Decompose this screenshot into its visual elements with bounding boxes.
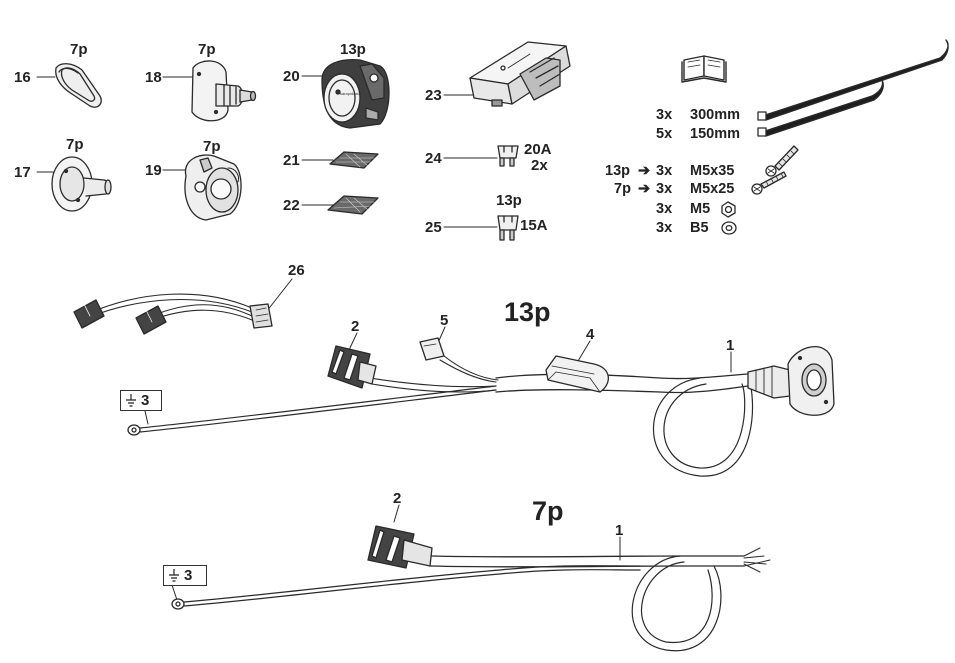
harness-13p-title: 13p — [504, 297, 551, 327]
hardware-qty: 5x — [656, 126, 673, 142]
socket-7p-part — [184, 154, 242, 221]
leader-lines — [36, 75, 732, 601]
hardware-prefix: 7p — [614, 181, 631, 197]
ground-label-7p: 3 — [163, 565, 207, 586]
control-module-part — [469, 41, 571, 107]
callout-2-7p: 2 — [393, 490, 402, 507]
callout-4-13p: 4 — [586, 326, 595, 343]
callout-2-13p: 2 — [351, 318, 360, 335]
adhesive-pad-22 — [327, 195, 379, 215]
cable-tie-icon — [757, 39, 949, 121]
screw-icon — [765, 145, 799, 177]
ground-label-13p: 3 — [120, 390, 162, 411]
part-number-19: 19 — [145, 162, 162, 179]
cable-tie-icon — [757, 79, 884, 137]
part-number-20: 20 — [283, 68, 300, 85]
seal-ring-part — [55, 63, 102, 108]
fuse-icon — [497, 145, 519, 167]
part-number-24: 24 — [425, 150, 442, 167]
svg-text:sarapidaster: sarapidaster — [340, 91, 363, 96]
part-number-17: 17 — [14, 164, 31, 181]
arrow-icon: ➔ — [638, 181, 651, 197]
hardware-prefix: 13p — [605, 163, 630, 179]
part-pins-20: 13p — [340, 41, 366, 58]
hardware-qty: 3x — [656, 163, 673, 179]
part-pins-16: 7p — [70, 41, 88, 58]
book-icon — [681, 55, 727, 83]
part-pins-19: 7p — [203, 138, 221, 155]
hardware-qty: 3x — [656, 201, 673, 217]
fuse-rating-25: 15A — [520, 217, 548, 234]
hardware-item: M5 — [690, 201, 711, 217]
callout-3-13p: 3 — [141, 392, 150, 409]
adapter-harness-part — [73, 293, 273, 335]
arrow-icon: ➔ — [638, 163, 651, 179]
socket-13p-part: sarapidaster — [321, 58, 390, 129]
hardware-qty: 3x — [656, 220, 673, 236]
hardware-item: B5 — [690, 220, 709, 236]
hardware-item: 300mm — [690, 107, 740, 123]
harness-7p — [171, 525, 771, 652]
hardware-item: M5x35 — [690, 163, 735, 179]
hardware-item: 150mm — [690, 126, 740, 142]
part-number-26: 26 — [288, 262, 305, 279]
part-number-23: 23 — [425, 87, 442, 104]
part-pins-17: 7p — [66, 136, 84, 153]
hardware-qty: 3x — [656, 181, 673, 197]
hardware-qty: 3x — [656, 107, 673, 123]
mounting-plate-part — [191, 60, 257, 122]
callout-5-13p: 5 — [440, 312, 449, 329]
part-number-22: 22 — [283, 197, 300, 214]
part-pins-18: 7p — [198, 41, 216, 58]
fuse-rating-24: 20A — [524, 141, 552, 158]
callout-3-7p: 3 — [184, 567, 193, 584]
callout-1-7p: 1 — [615, 522, 624, 539]
fuse-qty-24: 2x — [531, 157, 548, 174]
fuse-pins-25: 13p — [496, 192, 522, 209]
hardware-item: M5x25 — [690, 181, 735, 197]
harness-7p-title: 7p — [532, 496, 564, 526]
ground-icon — [169, 569, 179, 582]
harness-13p — [127, 337, 835, 477]
part-number-21: 21 — [283, 152, 300, 169]
fuse-icon — [497, 215, 519, 241]
callout-1-13p: 1 — [726, 337, 735, 354]
part-number-25: 25 — [425, 219, 442, 236]
washer-icon — [721, 221, 737, 235]
ground-icon — [126, 394, 136, 407]
adhesive-pad-21 — [329, 151, 379, 169]
screw-icon — [751, 171, 787, 195]
part-number-16: 16 — [14, 69, 31, 86]
part-number-18: 18 — [145, 69, 162, 86]
rubber-grommet-part — [51, 156, 112, 212]
nut-icon — [721, 201, 736, 218]
